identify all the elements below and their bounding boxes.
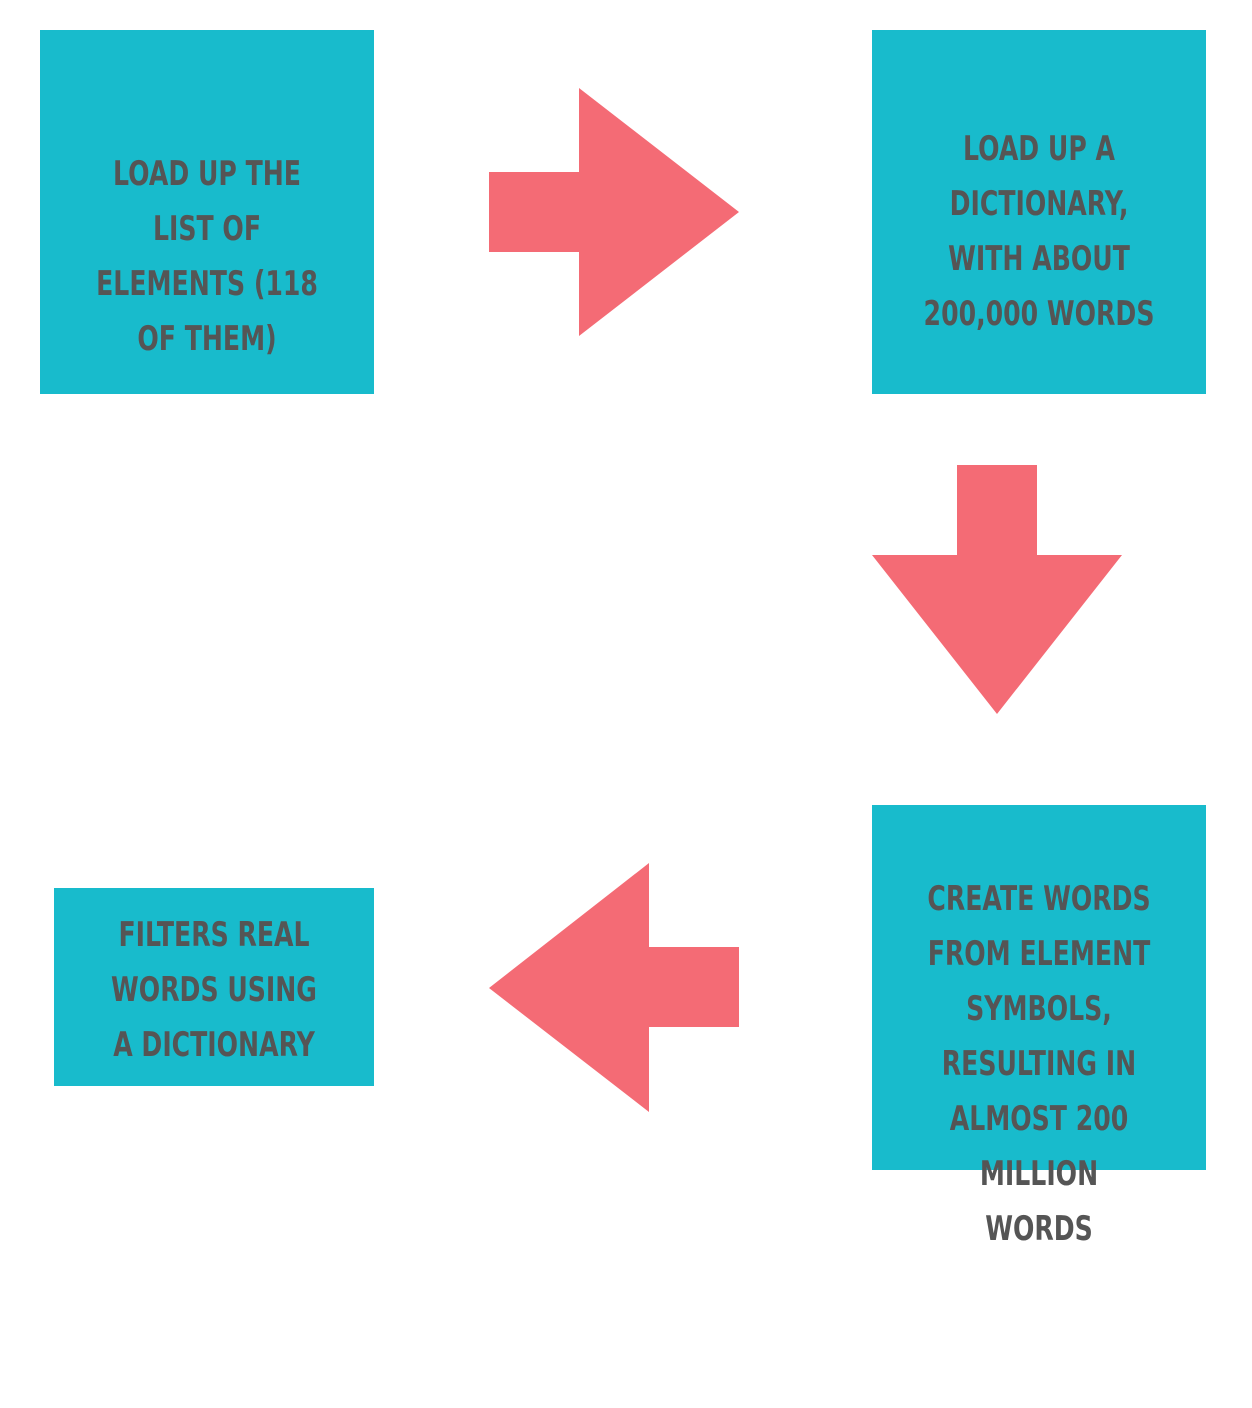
step-2-box: LOAD UP A DICTIONARY, WITH ABOUT 200,000… xyxy=(872,30,1206,394)
arrow-down-icon xyxy=(872,465,1122,714)
step-3-box: CREATE WORDS FROM ELEMENT SYMBOLS, RESUL… xyxy=(872,805,1206,1249)
arrow-left-icon xyxy=(489,863,739,1112)
step-4-box: FILTERS REAL WORDS USING A DICTIONARY xyxy=(54,888,374,1086)
step-1-text: LOAD UP THE LIST OF ELEMENTS (118 OF THE… xyxy=(96,154,318,359)
step-3-text: CREATE WORDS FROM ELEMENT SYMBOLS, RESUL… xyxy=(927,879,1151,1249)
step-2-text: LOAD UP A DICTIONARY, WITH ABOUT 200,000… xyxy=(923,129,1155,334)
step-1-box: LOAD UP THE LIST OF ELEMENTS (118 OF THE… xyxy=(40,30,374,394)
step-4-text: FILTERS REAL WORDS USING A DICTIONARY xyxy=(111,915,317,1065)
arrow-right-icon xyxy=(489,88,739,336)
